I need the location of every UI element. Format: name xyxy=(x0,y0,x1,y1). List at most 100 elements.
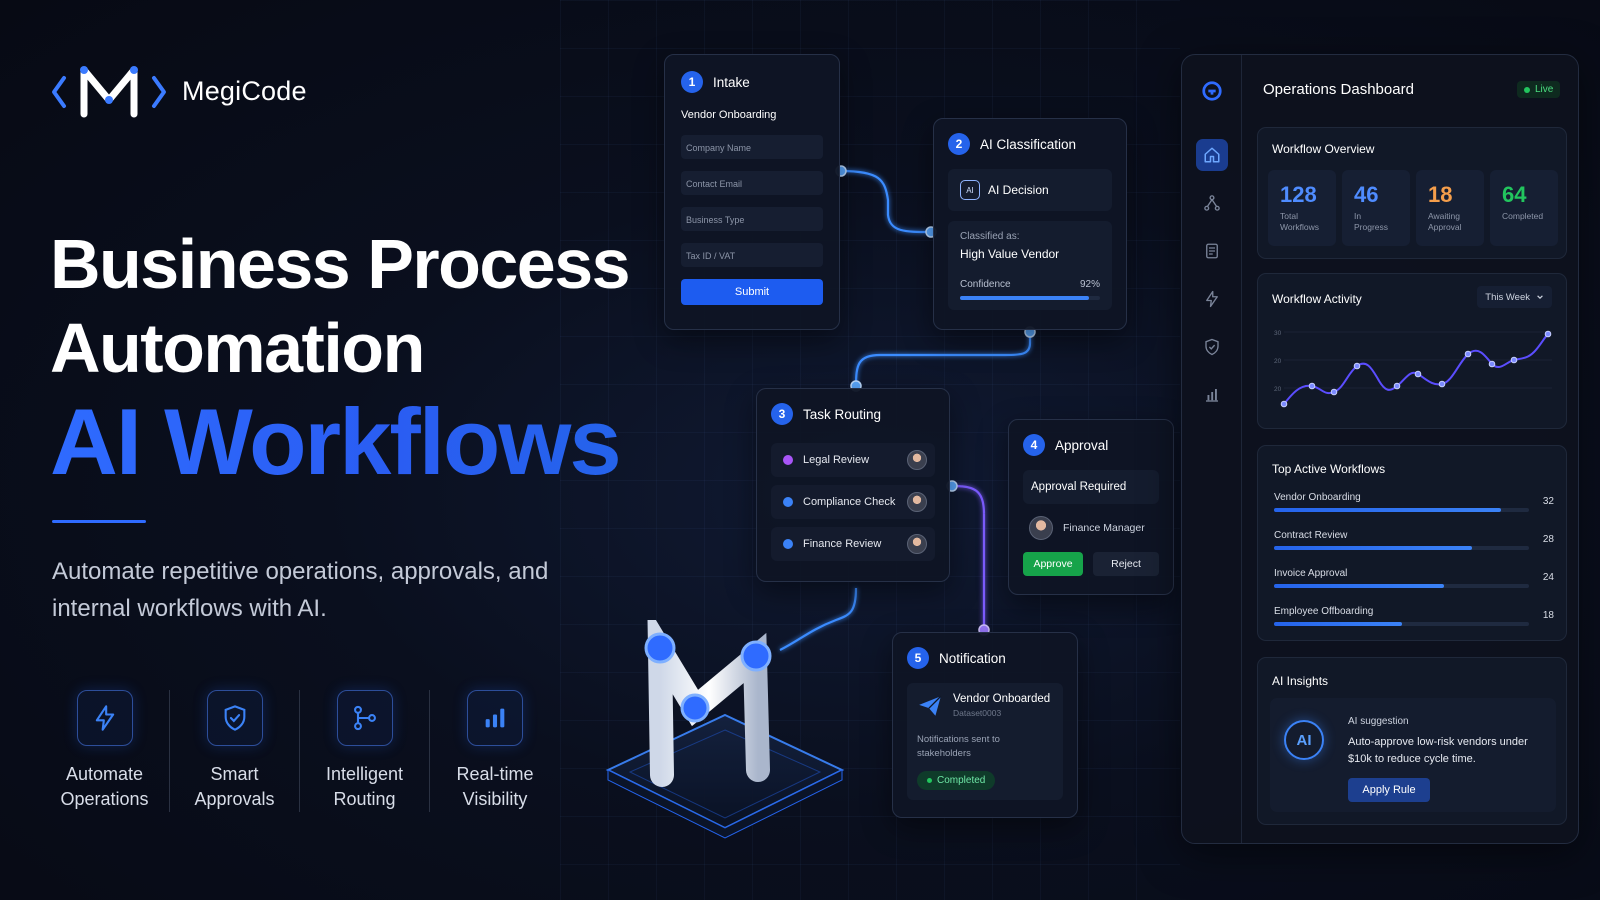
ai-insights-panel: AI Insights AI AI suggestion Auto-approv… xyxy=(1257,657,1567,825)
y-axis-labels: 30 20 20 xyxy=(1274,320,1281,404)
top-workflows-panel: Top Active Workflows Vendor Onboarding 3… xyxy=(1257,445,1567,641)
stat-value: 46 xyxy=(1354,182,1379,207)
feature-label: Smart Approvals xyxy=(194,764,275,809)
status-dot xyxy=(783,539,793,549)
notification-message: Notifications sent to stakeholders xyxy=(917,734,1000,759)
intake-title: Intake xyxy=(713,74,750,90)
step-number: 5 xyxy=(907,647,929,669)
submit-button[interactable]: Submit xyxy=(681,279,823,305)
stat-value: 64 xyxy=(1502,182,1527,207)
workflow-row[interactable]: Vendor Onboarding 32 xyxy=(1274,492,1554,512)
approver-name: Finance Manager xyxy=(1063,522,1145,534)
stat-value: 18 xyxy=(1428,182,1453,207)
live-label: Live xyxy=(1535,84,1554,95)
overview-title: Workflow Overview xyxy=(1272,142,1375,156)
feature-label: Automate Operations xyxy=(60,764,149,809)
workflow-icon[interactable] xyxy=(1196,187,1228,219)
y-tick: 20 xyxy=(1274,358,1282,365)
workflow-row[interactable]: Employee Offboarding 18 xyxy=(1274,606,1554,626)
bar-chart-icon xyxy=(467,690,523,746)
route-label: Compliance Check xyxy=(803,496,896,508)
approver-row: Finance Manager xyxy=(1023,516,1159,540)
classification-title: AI Classification xyxy=(980,136,1077,152)
notification-body: Vendor Onboarded Dataset0003 Notificatio… xyxy=(907,683,1063,800)
insights-title: AI Insights xyxy=(1272,674,1329,688)
ai-classification-card: 2 AI Classification AI AI Decision Class… xyxy=(933,118,1127,330)
ai-badge-icon: AI xyxy=(1284,720,1324,760)
workflow-name: Invoice Approval xyxy=(1274,568,1348,579)
route-item-legal-review[interactable]: Legal Review xyxy=(771,443,935,477)
shield-check-icon[interactable] xyxy=(1196,331,1228,363)
confidence-label: Confidence xyxy=(960,279,1011,290)
shield-check-icon xyxy=(206,690,263,746)
y-tick: 30 xyxy=(1274,330,1282,337)
lightning-icon xyxy=(76,690,133,746)
workflow-bar-fill xyxy=(1274,508,1501,512)
feature-label: Intelligent Routing xyxy=(325,764,404,809)
send-icon xyxy=(919,695,942,716)
approval-header: 4 Approval xyxy=(1023,434,1159,456)
operations-dashboard: Operations Dashboard Live Workflow Overv… xyxy=(1181,54,1579,844)
activity-line-chart xyxy=(1280,330,1552,408)
megicode-3d-logo-icon xyxy=(605,620,845,839)
workflow-count: 28 xyxy=(1542,534,1554,545)
feature-automate: Automate Operations xyxy=(40,690,170,812)
apply-rule-button[interactable]: Apply Rule xyxy=(1348,778,1430,802)
bar-chart-icon[interactable] xyxy=(1196,379,1228,411)
live-badge: Live xyxy=(1517,81,1561,98)
brand-name: MegiCode xyxy=(182,75,307,106)
confidence-value: 92% xyxy=(1079,279,1100,290)
contact-email-field[interactable]: Contact Email xyxy=(681,171,823,195)
approval-title: Approval xyxy=(1055,437,1109,453)
dashboard-sidebar xyxy=(1182,55,1242,843)
approval-card: 4 Approval Approval Required Finance Man… xyxy=(1008,419,1174,595)
hero-title-line-1: Business Process xyxy=(50,225,631,303)
stat-label: Total Workflows xyxy=(1280,211,1320,232)
route-item-finance-review[interactable]: Finance Review xyxy=(771,527,935,561)
workflow-count: 18 xyxy=(1542,610,1554,621)
step-number: 3 xyxy=(771,403,793,425)
route-item-compliance-check[interactable]: Compliance Check xyxy=(771,485,935,519)
app-logo-icon[interactable] xyxy=(1196,75,1228,107)
workflow-count: 32 xyxy=(1542,496,1554,507)
feature-list: Automate Operations Smart Approvals Inte… xyxy=(40,690,560,812)
workflow-row[interactable]: Invoice Approval 24 xyxy=(1274,568,1554,588)
step-number: 2 xyxy=(948,133,970,155)
workflow-bar-fill xyxy=(1274,622,1402,626)
hero-title: Business Process Automation xyxy=(50,222,631,390)
dashboard-title: Operations Dashboard xyxy=(1263,81,1414,98)
suggestion-text: Auto-approve low-risk vendors under $10k… xyxy=(1348,736,1528,765)
stat-total-workflows[interactable]: 128 Total Workflows xyxy=(1268,170,1336,246)
reject-button[interactable]: Reject xyxy=(1093,552,1159,576)
route-label: Legal Review xyxy=(803,454,870,466)
feature-label: Real-time Visibility xyxy=(456,764,534,809)
range-select[interactable]: This Week xyxy=(1477,286,1552,308)
live-dot xyxy=(1524,86,1530,93)
classification-result: Classified as: High Value Vendor Confide… xyxy=(948,221,1112,310)
stat-label: Awaiting Approval xyxy=(1428,211,1462,232)
approve-button[interactable]: Approve xyxy=(1023,552,1083,576)
stat-completed[interactable]: 64 Completed xyxy=(1490,170,1558,246)
brand-logo: MegiCode xyxy=(50,58,307,124)
company-name-field[interactable]: Company Name xyxy=(681,135,823,159)
y-tick: 20 xyxy=(1274,386,1282,393)
workflow-bar xyxy=(1274,546,1529,550)
stat-in-progress[interactable]: 46 In Progress xyxy=(1342,170,1410,246)
tax-id-field[interactable]: Tax ID / VAT xyxy=(681,243,823,267)
classified-label: Classified as: xyxy=(960,231,1020,242)
lightning-icon[interactable] xyxy=(1196,283,1228,315)
avatar xyxy=(907,450,927,470)
megicode-logo-icon xyxy=(52,66,166,118)
business-type-field[interactable]: Business Type xyxy=(681,207,823,231)
document-icon[interactable] xyxy=(1196,235,1228,267)
avatar xyxy=(907,534,927,554)
routing-list: Legal Review Compliance Check Finance Re… xyxy=(771,443,935,561)
ai-chip-icon: AI xyxy=(960,180,980,200)
stat-awaiting-approval[interactable]: 18 Awaiting Approval xyxy=(1416,170,1484,246)
suggestion-label: AI suggestion xyxy=(1348,716,1409,727)
workflow-name: Vendor Onboarding xyxy=(1274,492,1361,503)
home-icon[interactable] xyxy=(1196,139,1228,171)
workflow-row[interactable]: Contract Review 28 xyxy=(1274,530,1554,550)
routing-icon xyxy=(336,690,393,746)
ai-suggestion-box: AI AI suggestion Auto-approve low-risk v… xyxy=(1270,698,1556,812)
